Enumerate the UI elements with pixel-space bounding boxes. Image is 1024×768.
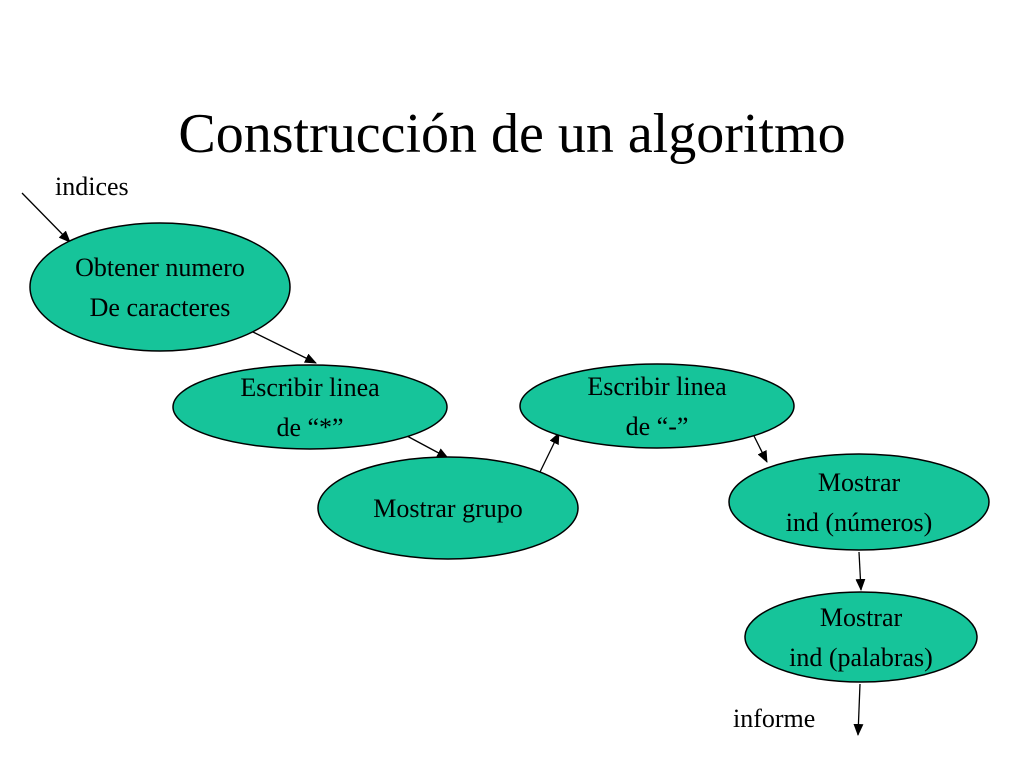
node-label-mostrar-grupo-line-1: Mostrar grupo — [373, 494, 522, 523]
edge-mostrar-grupo-to-escribir-guion — [539, 432, 560, 473]
output-arrow — [853, 683, 864, 736]
node-ellipse-escribir-guion — [519, 363, 795, 449]
node-ellipse-mostrar-grupo — [317, 456, 579, 560]
node-label-obtener-line-1: Obtener numero — [75, 253, 245, 282]
node-ellipse-obtener — [29, 222, 291, 352]
node-obtener: Obtener numero De caracteres — [29, 222, 291, 352]
edge-mostrar-numeros-to-mostrar-palabras — [855, 551, 866, 591]
node-ellipse-mostrar-palabras — [744, 591, 978, 683]
node-mostrar-numeros: Mostrar ind (números) — [728, 453, 990, 551]
node-mostrar-palabras: Mostrar ind (palabras) — [744, 591, 978, 683]
node-label-escribir-guion-line-1: Escribir linea — [587, 372, 727, 401]
node-label-escribir-guion-line-2: de “-” — [626, 412, 689, 441]
input-label: indices — [55, 172, 129, 201]
node-escribir-asterisco: Escribir linea de “*” — [172, 364, 448, 450]
node-ellipse-escribir-asterisco — [172, 364, 448, 450]
node-label-mostrar-palabras-line-1: Mostrar — [820, 603, 903, 632]
input-arrow — [21, 192, 71, 243]
node-label-escribir-asterisco-line-1: Escribir linea — [240, 373, 380, 402]
slide-title: Construcción de un algoritmo — [178, 103, 846, 165]
node-label-mostrar-numeros-line-2: ind (números) — [786, 508, 933, 537]
node-mostrar-grupo: Mostrar grupo — [317, 456, 579, 560]
node-ellipse-mostrar-numeros — [728, 453, 990, 551]
edge-escribir-asterisco-to-mostrar-grupo — [406, 435, 449, 459]
node-label-mostrar-numeros-line-1: Mostrar — [818, 468, 901, 497]
edges-layer — [252, 331, 866, 591]
edge-obtener-to-escribir-asterisco — [252, 331, 317, 364]
edge-escribir-guion-to-mostrar-numeros — [753, 435, 768, 463]
node-escribir-guion: Escribir linea de “-” — [519, 363, 795, 449]
node-label-escribir-asterisco-line-2: de “*” — [276, 413, 343, 442]
node-label-obtener-line-2: De caracteres — [90, 293, 231, 322]
output-label: informe — [733, 704, 815, 733]
node-label-mostrar-palabras-line-2: ind (palabras) — [789, 643, 933, 672]
